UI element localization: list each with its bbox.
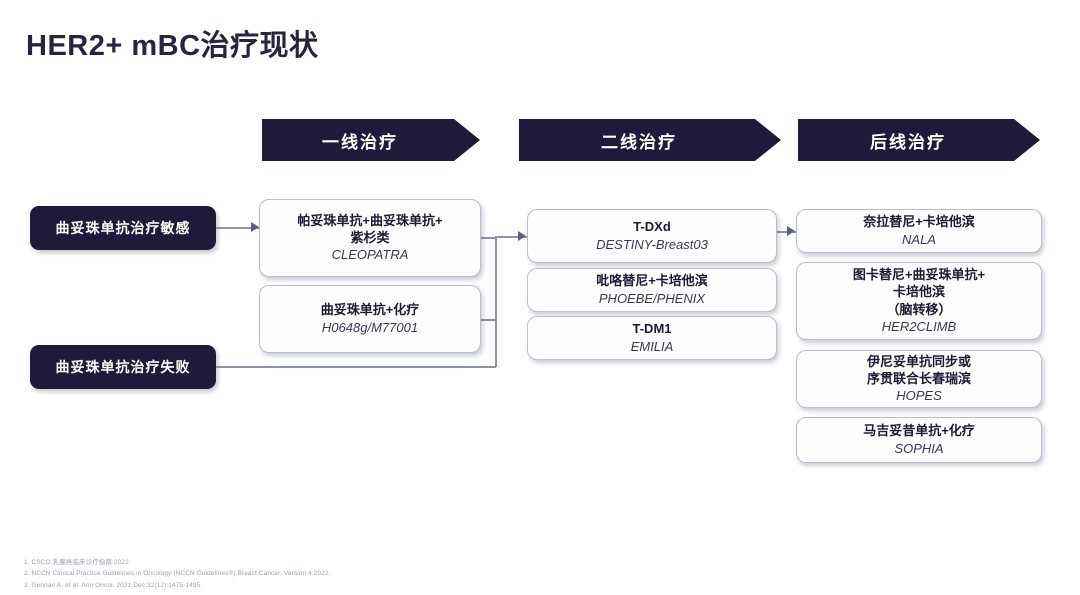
connector-first-line-merge (495, 237, 497, 320)
trial-label: EMILIA (630, 338, 674, 354)
trial-label: HER2CLIMB (881, 318, 957, 334)
trial-label: SOPHIA (894, 440, 944, 456)
trial-label: H0648g/M77001 (321, 319, 419, 335)
connector-sensitive-to-first-line (216, 227, 259, 229)
connector-failure-horizontal (216, 366, 496, 368)
treatment-box-neratinib-capecitabine: 奈拉替尼+卡培他滨 NALA (796, 209, 1042, 253)
footnote-item: 3. Gennari A, et al. Ann Oncol. 2021 Dec… (24, 581, 203, 589)
arrow-head-icon-sensitive (251, 222, 259, 232)
footnote-references: 1. CSCO 乳腺癌临床诊疗指南 2022 2. NCCN Clinical … (24, 557, 331, 591)
regimen-label: 图卡替尼+曲妥珠单抗+卡培他滨（脑转移） (852, 267, 986, 317)
regimen-label: T-DXd (633, 219, 671, 235)
regimen-label: T-DM1 (632, 321, 672, 337)
page-title: HER2+ mBC治疗现状 (26, 30, 319, 62)
trial-label: PHOEBE/PHENIX (598, 290, 706, 306)
banner-later-line: 后线治疗 (798, 119, 1040, 161)
regimen-label: 吡咯替尼+卡培他滨 (596, 273, 708, 289)
trial-label: NALA (902, 231, 936, 247)
trial-label: CLEOPATRA (331, 247, 409, 263)
connector-to-second-line (495, 236, 527, 238)
connector-second-to-later-line (777, 231, 796, 233)
treatment-box-h0648g-m77001: 曲妥珠单抗+化疗 H0648g/M77001 (259, 285, 481, 353)
treatment-box-cleopatra: 帕妥珠单抗+曲妥珠单抗+紫杉类 CLEOPATRA (259, 199, 481, 277)
banner-first-line: 一线治疗 (262, 119, 480, 161)
treatment-box-t-dxd: T-DXd DESTINY-Breast03 (527, 209, 777, 263)
treatment-box-tucatinib-her2climb: 图卡替尼+曲妥珠单抗+卡培他滨（脑转移） HER2CLIMB (796, 262, 1042, 340)
footnote-item: 1. CSCO 乳腺癌临床诊疗指南 2022 (24, 559, 129, 566)
banner-second-line: 二线治疗 (519, 119, 781, 161)
regimen-label: 奈拉替尼+卡培他滨 (863, 214, 975, 230)
trial-label: DESTINY-Breast03 (596, 236, 708, 252)
treatment-box-inetetamab-hopes: 伊尼妥单抗同步或序贯联合长春瑞滨 HOPES (796, 350, 1042, 408)
regimen-label: 曲妥珠单抗+化疗 (320, 302, 420, 318)
regimen-label: 帕妥珠单抗+曲妥珠单抗+紫杉类 (297, 212, 443, 246)
treatment-box-pyrotinib-capecitabine: 吡咯替尼+卡培他滨 PHOEBE/PHENIX (527, 268, 777, 312)
trial-label: HOPES (896, 388, 942, 404)
regimen-label: 马吉妥昔单抗+化疗 (863, 423, 975, 439)
status-pill-trastuzumab-failure: 曲妥珠单抗治疗失败 (30, 345, 216, 389)
treatment-box-margetuximab-sophia: 马吉妥昔单抗+化疗 SOPHIA (796, 417, 1042, 463)
footnote-item: 2. NCCN Clinical Practice Guidelines in … (24, 570, 331, 578)
connector-h0648g-stub (481, 319, 496, 321)
status-pill-trastuzumab-sensitive: 曲妥珠单抗治疗敏感 (30, 206, 216, 250)
treatment-box-t-dm1: T-DM1 EMILIA (527, 316, 777, 360)
arrow-head-icon-second-line (518, 231, 526, 241)
connector-cleopatra-stub (481, 237, 496, 239)
regimen-label: 伊尼妥单抗同步或序贯联合长春瑞滨 (866, 353, 971, 387)
arrow-head-icon-later-line (787, 226, 795, 236)
